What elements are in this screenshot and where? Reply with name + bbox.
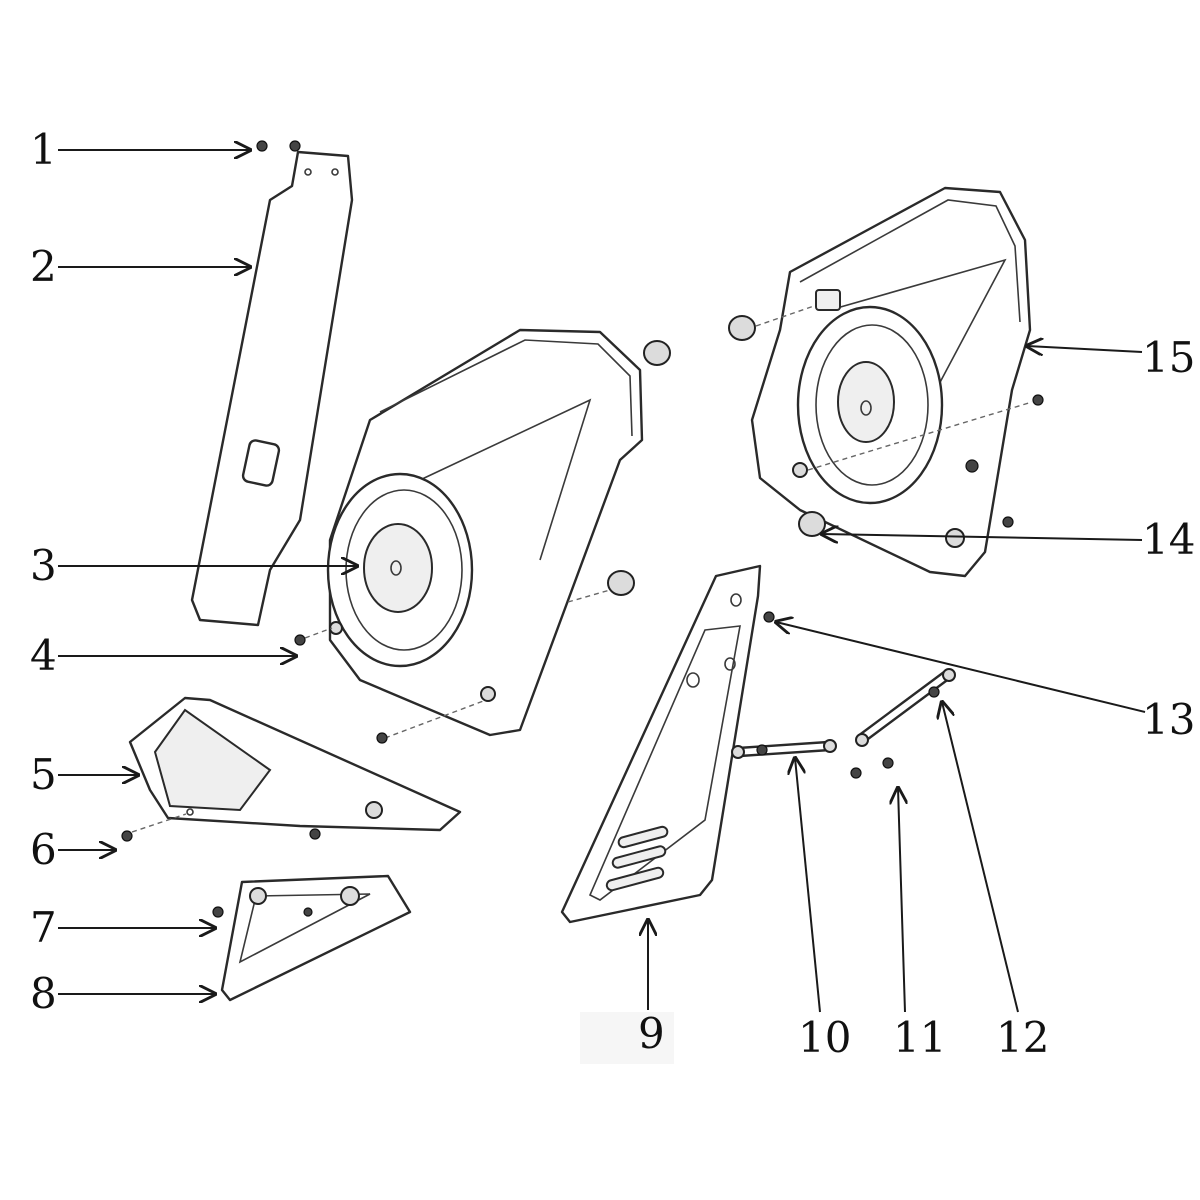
callout-8: 8 <box>30 969 215 1018</box>
callout-label-6: 6 <box>30 825 57 874</box>
callout-5: 5 <box>30 750 138 799</box>
part-9-vented-panel <box>560 564 762 924</box>
part-5-cover-plate <box>128 696 462 840</box>
callout-7: 7 <box>30 903 215 952</box>
callout-label-4: 4 <box>30 631 57 680</box>
part-12-rod <box>855 668 956 747</box>
callout-14: 14 <box>822 515 1195 564</box>
callout-12: 12 <box>942 702 1049 1062</box>
callout-2: 2 <box>30 242 250 291</box>
callout-label-7: 7 <box>30 903 57 952</box>
part-7-screw <box>212 906 224 918</box>
part-4-screw <box>294 627 333 646</box>
callout-label-5: 5 <box>30 750 57 799</box>
callout-label-2: 2 <box>30 242 57 291</box>
callout-label-12: 12 <box>996 1013 1049 1062</box>
callout-label-8: 8 <box>30 969 57 1018</box>
callout-4: 4 <box>30 631 296 680</box>
callout-3: 3 <box>30 541 357 590</box>
callout-label-14: 14 <box>1142 515 1195 564</box>
callout-label-9: 9 <box>638 1009 665 1058</box>
part-2-bracket <box>190 150 354 627</box>
part-15-rear-cover <box>750 186 1032 578</box>
callout-10: 10 <box>795 758 851 1062</box>
part-11-screws <box>850 757 894 779</box>
callout-11: 11 <box>893 788 946 1062</box>
callout-label-3: 3 <box>30 541 57 590</box>
part-13-screw <box>763 611 775 623</box>
callout-15: 15 <box>1027 333 1195 382</box>
callout-9: 9 <box>580 920 674 1064</box>
callout-label-1: 1 <box>30 125 57 174</box>
callout-13: 13 <box>776 622 1195 744</box>
callout-6: 6 <box>30 825 115 874</box>
callout-label-10: 10 <box>798 1013 851 1062</box>
callout-label-11: 11 <box>893 1013 946 1062</box>
callout-label-15: 15 <box>1142 333 1195 382</box>
callout-1: 1 <box>30 125 250 174</box>
part-10-rod <box>731 739 837 759</box>
bushings-part-14 <box>728 305 1044 537</box>
part-1-screws <box>256 140 301 152</box>
part-8-triangle-bracket <box>220 874 412 1002</box>
callout-label-13: 13 <box>1142 695 1195 744</box>
part-3-chain-cover <box>326 328 644 737</box>
bushings-part-3 <box>376 340 671 744</box>
part-6-screw <box>121 813 187 842</box>
